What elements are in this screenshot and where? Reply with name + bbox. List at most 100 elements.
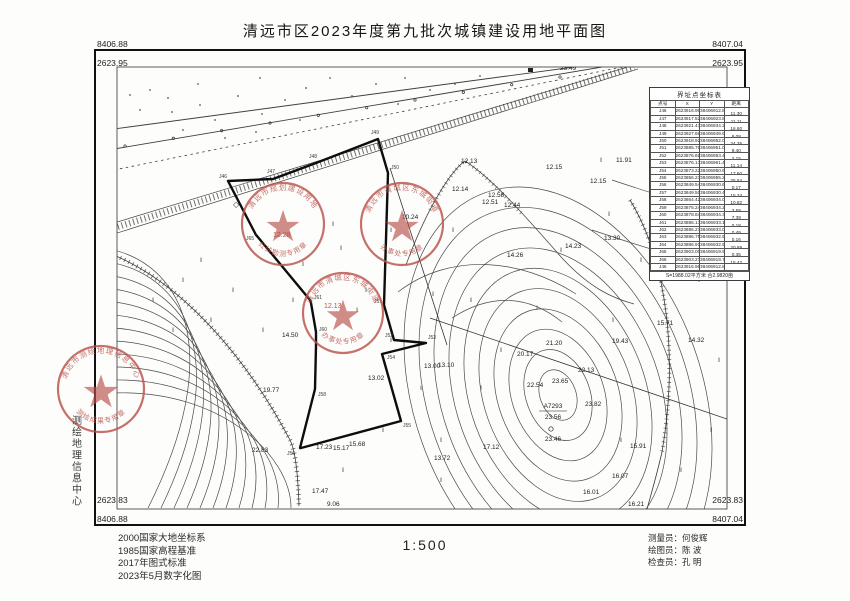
coord-cell: J65	[650, 248, 676, 257]
spot-height-label: 11.91	[616, 157, 632, 164]
coord-cell: 38406932.957	[699, 233, 725, 242]
staff-line: 检查员：孔 明	[648, 557, 702, 567]
coord-cell: J64	[650, 240, 676, 250]
coord-cell: 2623903.006	[674, 248, 700, 257]
grass-symbol: ‖	[480, 386, 482, 392]
grass-symbol: ‖	[382, 428, 384, 434]
spot-height-label: 13.72	[434, 455, 451, 462]
boundary-point-label: J58	[318, 392, 326, 398]
spot-height-label: 13.30	[604, 235, 621, 242]
distance-cell: 7.39	[723, 211, 749, 220]
grid-coord-bl-y: 8406.88	[97, 514, 128, 524]
grass-symbol: ‖	[500, 348, 502, 354]
grass-symbol: ‖	[332, 222, 334, 228]
coord-cell: J48	[650, 122, 676, 131]
grass-symbol: ‖	[600, 158, 602, 164]
boundary-point-label: J61	[314, 295, 322, 301]
building-symbol	[528, 68, 533, 72]
speck	[199, 104, 201, 106]
speck	[404, 77, 406, 79]
road-dot-symbol	[171, 136, 175, 140]
margin-vertical-text: 理	[72, 450, 82, 462]
coord-cell: J51	[650, 144, 676, 153]
alignment-line	[429, 317, 727, 420]
coord-cell: J46	[650, 262, 676, 272]
grid-coord-tr-x: 2623.95	[712, 58, 743, 68]
margin-vertical-text: 息	[72, 472, 82, 485]
coord-cell: 38406930.467	[699, 188, 725, 198]
distance-cell: 11.14	[723, 159, 749, 168]
spot-height-label: 16.21	[628, 501, 645, 508]
coord-cell: 2623886.135	[674, 218, 700, 227]
spot-height-label: 17.12	[483, 444, 500, 451]
grass-symbol: ‖	[390, 338, 392, 344]
speck	[261, 113, 263, 115]
coord-cell: 2623903.279	[674, 255, 700, 264]
margin-vertical-text: 地	[72, 437, 82, 450]
grass-symbol: ‖	[182, 278, 184, 284]
spot-height-label: 19.43	[612, 338, 629, 345]
spot-height-label: 14.23	[565, 243, 582, 250]
speck	[397, 103, 399, 105]
spot-height-label: 10.24	[402, 214, 419, 221]
distance-cell: 9.40	[723, 144, 749, 153]
coord-cell: J54	[650, 166, 676, 176]
path-line	[389, 167, 448, 346]
distance-cell: 2.15	[723, 151, 749, 161]
spot-height-label: 12.58	[488, 192, 505, 199]
road	[117, 67, 639, 234]
coord-cell: J47	[650, 114, 676, 124]
coord-cell: J52	[650, 151, 676, 161]
staff-line: 测量员：何俊辉	[648, 533, 708, 543]
coord-cell: 2623873.220	[674, 166, 700, 176]
coord-cell: 38406951.040	[699, 144, 725, 153]
distance-cell: 25.54	[723, 174, 749, 183]
grass-symbol: ‖	[470, 298, 472, 304]
coord-cell: J56	[650, 181, 676, 190]
speck	[149, 89, 151, 91]
grass-symbol: ‖	[640, 258, 642, 264]
coord-cell: 38406933.036	[699, 225, 725, 235]
grass-symbol: ‖	[262, 328, 264, 334]
grass-symbol: ‖	[210, 318, 212, 324]
map-content: ◇ 23.4912.1312.1412.1512.1511.9112.5812.…	[117, 67, 727, 509]
contours-bottom-left	[117, 250, 292, 509]
coord-cell: 2623886.914	[674, 240, 700, 250]
grass-symbol: ‖	[356, 308, 358, 314]
coord-cell: 38406923.889	[699, 114, 725, 124]
speck	[454, 83, 456, 85]
coord-cell: J57	[650, 188, 676, 198]
coord-cell: J63	[650, 233, 676, 242]
coord-table-title: 界址点坐标表	[677, 92, 722, 99]
road-dot-symbol	[558, 75, 562, 79]
speck	[224, 137, 226, 139]
coord-cell: 2623916.969	[674, 262, 700, 272]
grass-symbol: ‖	[432, 292, 434, 298]
grid-coord-bl-x: 2623.83	[97, 495, 128, 505]
map-labels: 23.4912.1312.1412.1512.1511.9112.5812.51…	[123, 67, 720, 508]
grass-symbol: ‖	[420, 386, 422, 392]
distance-cell: 0.35	[723, 248, 749, 257]
distance-cell: 0.17	[723, 181, 749, 190]
grass-symbol: ‖	[390, 228, 392, 234]
coord-cell: 38406961.426	[699, 159, 725, 168]
grass-symbol: ‖	[536, 306, 538, 312]
coord-cell: 38406912.806	[699, 262, 725, 272]
datum-line: 2023年5月数字化图	[118, 570, 202, 582]
spot-height-label: 13.00	[424, 363, 441, 370]
boundary-point-label: J65	[246, 236, 254, 242]
grid-coord-br-y: 8407.04	[712, 514, 743, 524]
coord-cell: J53	[650, 159, 676, 168]
contours-hill	[403, 186, 713, 509]
coord-cell: 38406955.282	[699, 174, 725, 183]
coord-cell: 38406932.931	[699, 240, 725, 250]
spot-height-label: 14.26	[507, 252, 524, 259]
